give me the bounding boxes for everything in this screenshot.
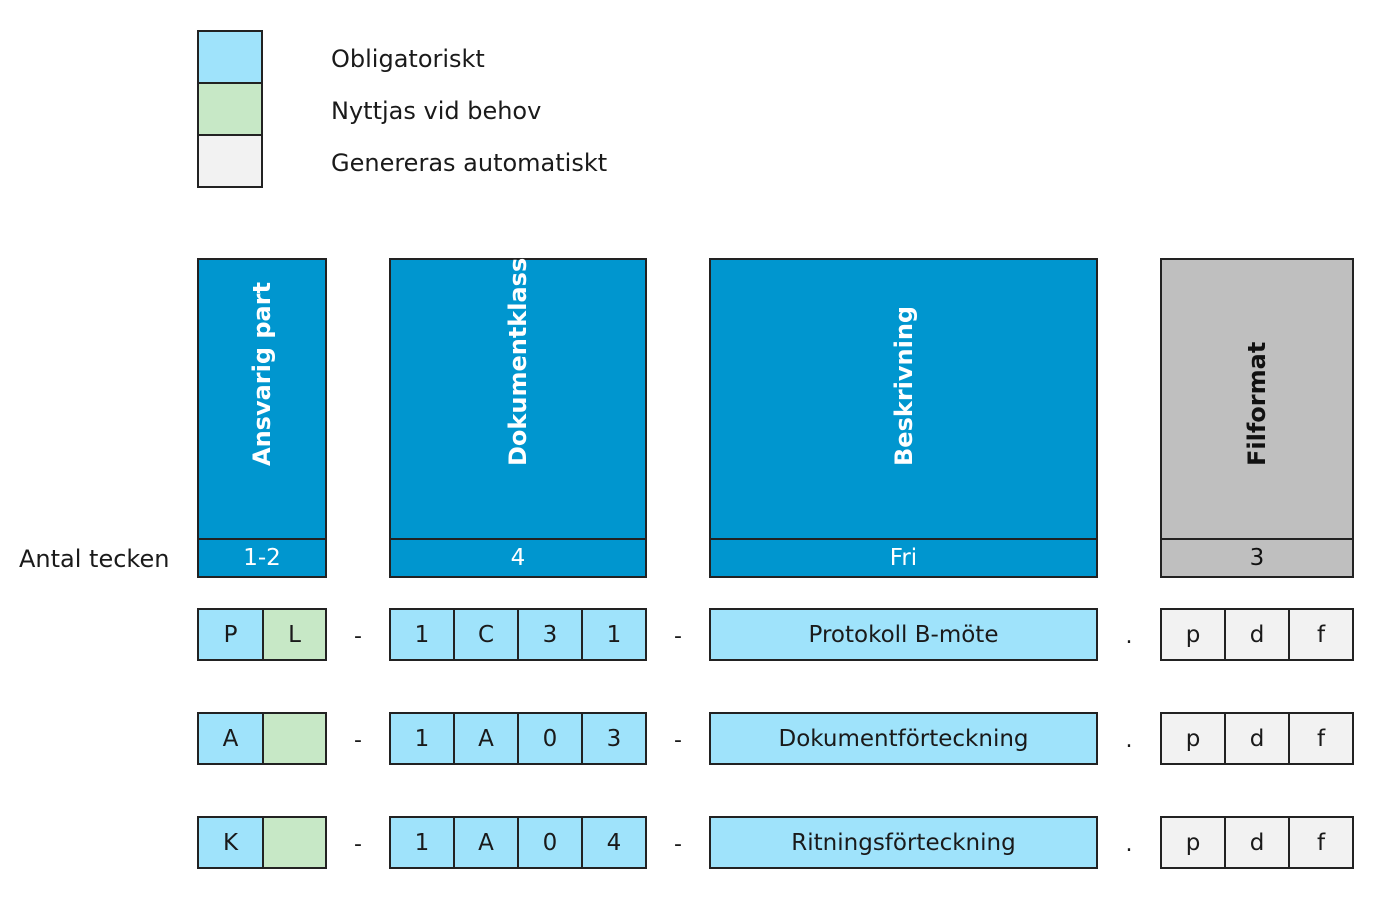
example-row-1: P L - 1 C 3 1 - Protokoll B-möte . p d f: [0, 608, 1384, 661]
doc-class-char: 1: [581, 608, 647, 661]
legend-label-mandatory: Obligatoriskt: [331, 45, 485, 73]
doc-class-char: 3: [581, 712, 647, 765]
party-char: P: [197, 608, 264, 661]
doc-class-char: A: [453, 712, 519, 765]
header-responsible-party: Ansvarig part 1-2: [197, 258, 327, 578]
separator: -: [354, 832, 362, 857]
legend-label-optional: Nyttjas vid behov: [331, 97, 542, 125]
header-description: Beskrivning Fri: [709, 258, 1098, 578]
legend-label-automatic: Genereras automatiskt: [331, 149, 608, 177]
legend-swatch-mandatory: [197, 30, 263, 84]
header-document-class: Dokumentklass 4: [389, 258, 647, 578]
format-char: f: [1288, 712, 1354, 765]
party-char: L: [262, 608, 327, 661]
format-char: p: [1160, 712, 1226, 765]
doc-class-char: 3: [517, 608, 583, 661]
example-row-2: A - 1 A 0 3 - Dokumentförteckning . p d …: [0, 712, 1384, 765]
separator: -: [674, 832, 682, 857]
separator: -: [674, 624, 682, 649]
header-count: 3: [1249, 545, 1265, 571]
description-field: Protokoll B-möte: [709, 608, 1098, 661]
format-char: p: [1160, 816, 1226, 869]
party-char: K: [197, 816, 264, 869]
legend-swatch-automatic: [197, 134, 263, 188]
legend-swatch-optional: [197, 82, 263, 136]
doc-class-char: C: [453, 608, 519, 661]
separator: .: [1125, 832, 1133, 857]
character-count-label: Antal tecken: [19, 545, 170, 573]
example-row-3: K - 1 A 0 4 - Ritningsförteckning . p d …: [0, 816, 1384, 869]
header-count: 4: [510, 545, 526, 571]
doc-class-char: 0: [517, 712, 583, 765]
format-char: f: [1288, 608, 1354, 661]
separator: -: [354, 728, 362, 753]
doc-class-char: 0: [517, 816, 583, 869]
doc-class-char: 1: [389, 816, 455, 869]
separator: -: [354, 624, 362, 649]
separator: -: [674, 728, 682, 753]
format-char: f: [1288, 816, 1354, 869]
header-title: Ansvarig part: [248, 281, 276, 466]
header-file-format: Filformat 3: [1160, 258, 1354, 578]
header-count: 1-2: [243, 545, 281, 571]
separator: .: [1125, 728, 1133, 753]
separator: .: [1125, 624, 1133, 649]
party-char: [262, 712, 327, 765]
format-char: d: [1224, 608, 1290, 661]
description-field: Dokumentförteckning: [709, 712, 1098, 765]
format-char: d: [1224, 712, 1290, 765]
format-char: p: [1160, 608, 1226, 661]
header-title: Filformat: [1243, 341, 1271, 466]
description-field: Ritningsförteckning: [709, 816, 1098, 869]
party-char: [262, 816, 327, 869]
doc-class-char: 1: [389, 608, 455, 661]
header-title: Dokumentklass: [504, 257, 532, 466]
doc-class-char: A: [453, 816, 519, 869]
doc-class-char: 4: [581, 816, 647, 869]
doc-class-char: 1: [389, 712, 455, 765]
header-title: Beskrivning: [889, 305, 918, 466]
header-count: Fri: [889, 545, 918, 571]
party-char: A: [197, 712, 264, 765]
format-char: d: [1224, 816, 1290, 869]
